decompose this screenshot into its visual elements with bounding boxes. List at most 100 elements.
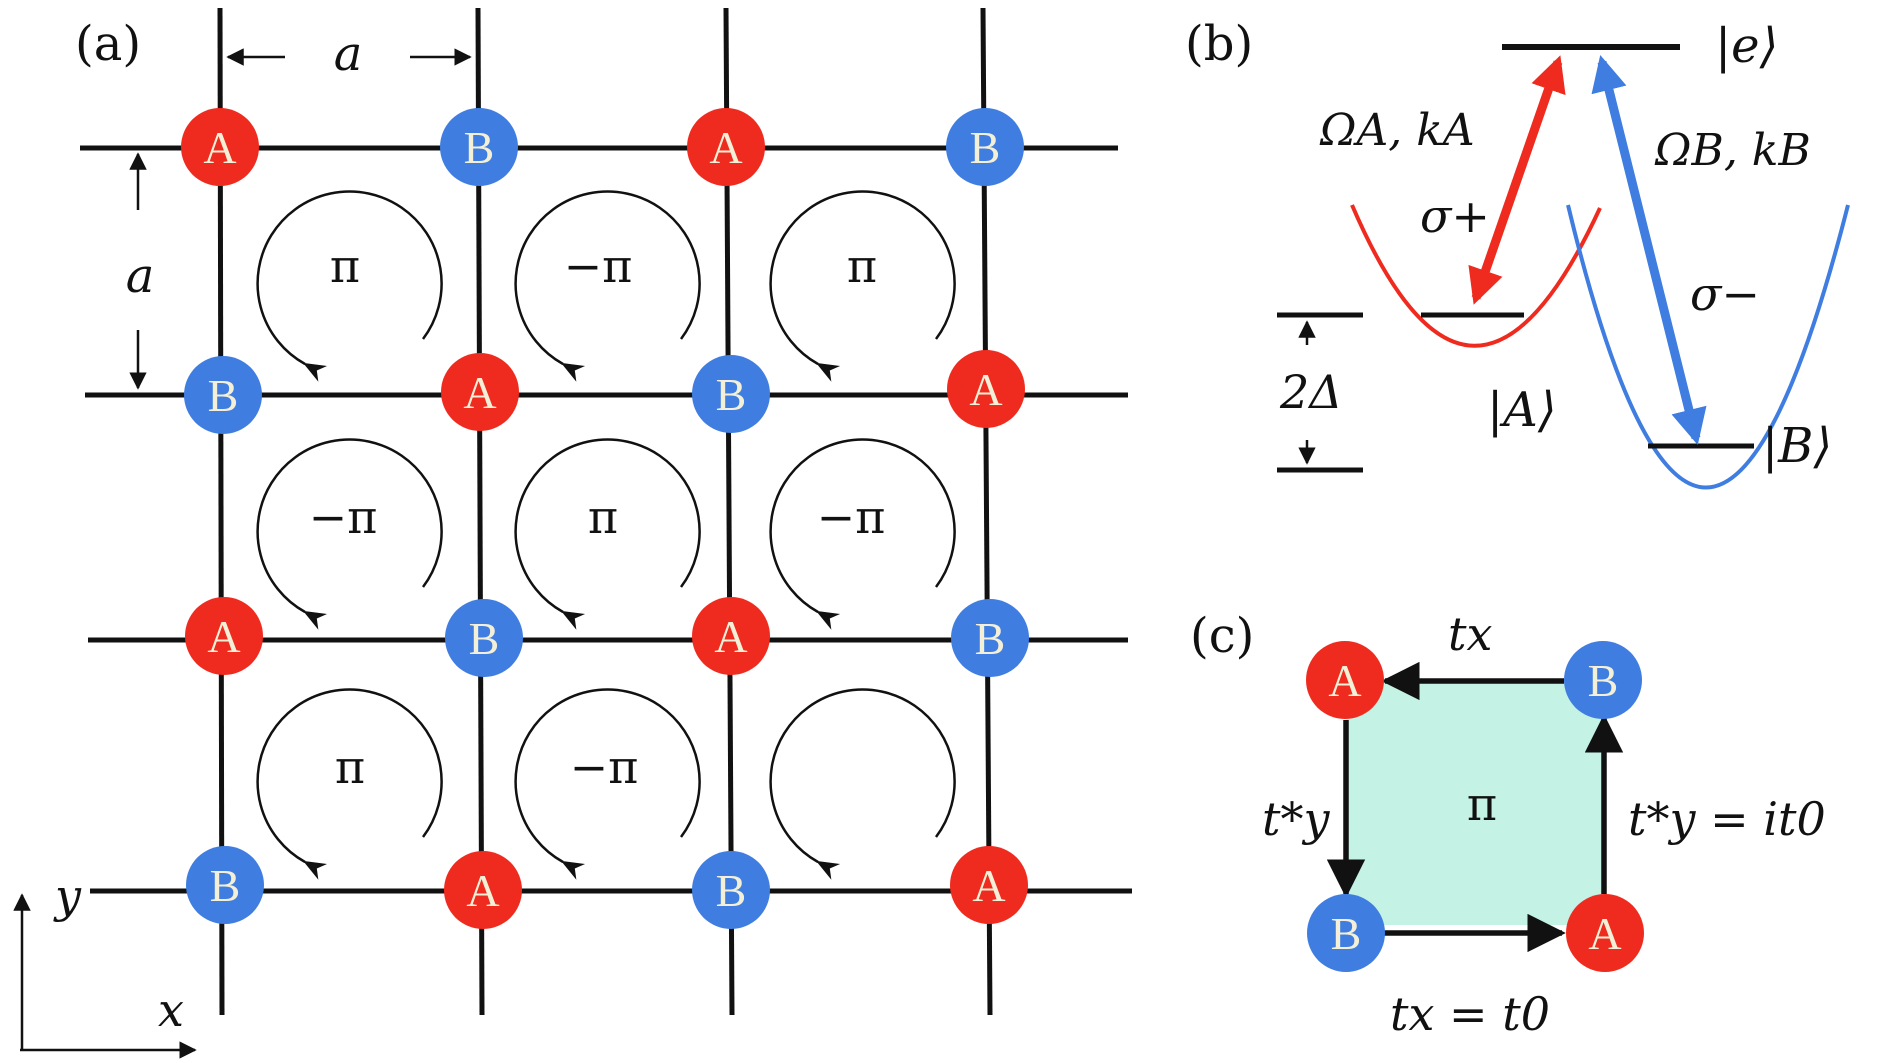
site-label: A bbox=[207, 611, 240, 662]
polarization-A-label: σ+ bbox=[1420, 189, 1490, 243]
site-label: B bbox=[716, 865, 747, 916]
flux-loop: π bbox=[769, 190, 956, 382]
panel-a: (a) π −π π bbox=[13, 7, 1132, 1059]
flux-label: −π bbox=[817, 490, 886, 544]
spacing-y-label: a bbox=[126, 248, 155, 304]
plaquette bbox=[1346, 681, 1602, 925]
site-label: B bbox=[970, 122, 1001, 173]
site-label: A bbox=[463, 367, 496, 418]
flux-loop: π bbox=[256, 688, 443, 880]
flux-label: −π bbox=[570, 740, 639, 794]
spacing-x-label: a bbox=[334, 26, 363, 82]
site-label: A bbox=[1328, 655, 1361, 706]
circulation-arrow bbox=[514, 438, 701, 630]
panel-b: (b) |e⟩ |A⟩ |B⟩ ΩA, kA ΩB, kB σ+ σ− 2Δ bbox=[1185, 16, 1850, 490]
circulation-arrow bbox=[256, 190, 443, 382]
circulation-arrow bbox=[256, 688, 443, 880]
flux-loops: π −π π −π π −π bbox=[256, 190, 956, 880]
flux-loop: π bbox=[256, 190, 443, 382]
hop-top-label: tx bbox=[1448, 607, 1492, 661]
hop-right-label: t*y = it0 bbox=[1628, 792, 1826, 846]
site-disk bbox=[1564, 641, 1642, 719]
lattice-site: A bbox=[947, 350, 1025, 428]
site-disk bbox=[687, 108, 765, 186]
site-disk bbox=[1307, 894, 1385, 972]
lattice-site: B bbox=[184, 356, 262, 434]
site-label: B bbox=[210, 860, 241, 911]
site-disk bbox=[185, 597, 263, 675]
plaquette-site: B bbox=[1564, 641, 1642, 719]
lattice-site: A bbox=[441, 353, 519, 431]
site-disk bbox=[440, 108, 518, 186]
excited-state-label: |e⟩ bbox=[1715, 18, 1778, 74]
site-disk bbox=[951, 599, 1029, 677]
site-label: A bbox=[203, 122, 236, 173]
lattice-site: A bbox=[444, 851, 522, 929]
hop-left-label: t*y bbox=[1262, 792, 1330, 846]
site-disk bbox=[1306, 641, 1384, 719]
site-label: B bbox=[208, 370, 239, 421]
lattice-site: B bbox=[692, 851, 770, 929]
axis-y-label: y bbox=[53, 869, 82, 923]
site-label: B bbox=[975, 613, 1006, 664]
flux-loop: −π bbox=[514, 688, 701, 880]
lattice-site: B bbox=[946, 108, 1024, 186]
site-disk bbox=[181, 108, 259, 186]
flux-label: π bbox=[588, 490, 618, 544]
flux-loop: −π bbox=[256, 438, 443, 630]
site-disk bbox=[946, 108, 1024, 186]
site-disk bbox=[692, 851, 770, 929]
site-label: B bbox=[464, 122, 495, 173]
plaquette-flux-label: π bbox=[1467, 777, 1497, 831]
flux-loop: −π bbox=[514, 190, 701, 382]
site-disk bbox=[444, 851, 522, 929]
lattice-site: A bbox=[692, 597, 770, 675]
site-label: B bbox=[1588, 655, 1619, 706]
site-disk bbox=[947, 350, 1025, 428]
panel-c: (c) A B B A π tx tx = t0 t*y t*y = it0 bbox=[1190, 607, 1826, 1041]
lattice-site: B bbox=[445, 599, 523, 677]
flux-label: π bbox=[847, 239, 877, 293]
circulation-arrow bbox=[514, 190, 701, 382]
laser-beam-B-arrow bbox=[1591, 55, 1707, 445]
flux-label: π bbox=[335, 740, 365, 794]
site-label: A bbox=[709, 122, 742, 173]
site-label: A bbox=[466, 865, 499, 916]
site-label: A bbox=[714, 611, 747, 662]
site-disk bbox=[441, 353, 519, 431]
lattice-sites: A B A B B A B A A B A B B A B A bbox=[181, 108, 1029, 929]
site-disk bbox=[692, 597, 770, 675]
circulation-arrow bbox=[256, 438, 443, 630]
site-disk bbox=[184, 356, 262, 434]
plaquette-site: A bbox=[1566, 894, 1644, 972]
lattice-site: B bbox=[186, 846, 264, 924]
site-label: B bbox=[469, 613, 500, 664]
site-disk bbox=[445, 599, 523, 677]
site-disk bbox=[186, 846, 264, 924]
site-label: B bbox=[1331, 908, 1362, 959]
axis-x-label: x bbox=[158, 983, 184, 1037]
plaquette-site: A bbox=[1306, 641, 1384, 719]
site-disk bbox=[692, 355, 770, 433]
ground-state-B-label: |B⟩ bbox=[1762, 418, 1832, 474]
detuning-indicator bbox=[1277, 312, 1363, 473]
laser-beam-A-arrow bbox=[1468, 55, 1566, 305]
hop-bottom-label: tx = t0 bbox=[1390, 987, 1550, 1041]
site-label: B bbox=[716, 369, 747, 420]
flux-label: −π bbox=[564, 239, 633, 293]
lattice-site: B bbox=[692, 355, 770, 433]
flux-label: π bbox=[330, 239, 360, 293]
panel-b-label: (b) bbox=[1185, 16, 1253, 72]
flux-loop: π bbox=[514, 438, 701, 630]
circulation-arrow bbox=[769, 688, 956, 880]
site-disk bbox=[1566, 894, 1644, 972]
beam-B-label: ΩB, kB bbox=[1654, 125, 1811, 176]
panel-c-label: (c) bbox=[1190, 608, 1254, 664]
circulation-arrow bbox=[769, 438, 956, 630]
site-label: A bbox=[1588, 908, 1621, 959]
hopping-arrows bbox=[1326, 661, 1624, 953]
lattice-site: A bbox=[185, 597, 263, 675]
site-disk bbox=[950, 846, 1028, 924]
lattice-site: B bbox=[440, 108, 518, 186]
